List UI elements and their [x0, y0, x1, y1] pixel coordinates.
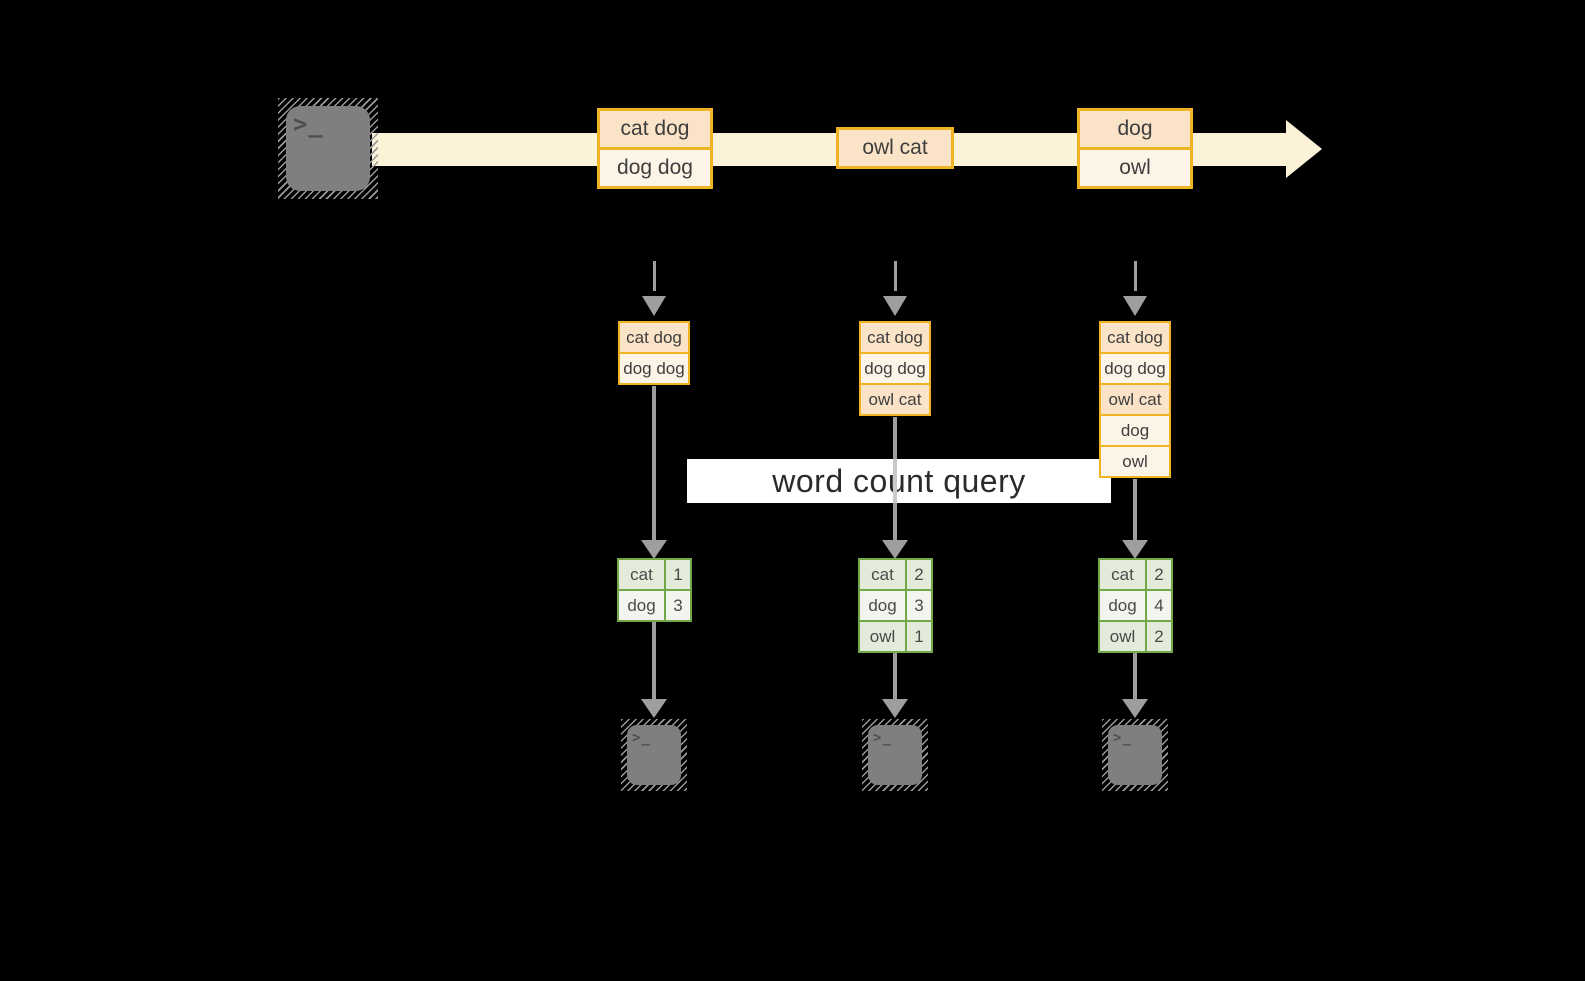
record-cell: owl: [1101, 447, 1169, 476]
table-count-cell: 2: [907, 560, 931, 589]
query-arrow-line-overlay: [893, 459, 897, 503]
source-terminal-icon: >_: [278, 98, 378, 199]
table-row: owl 2: [1100, 622, 1171, 651]
output-terminal-icon: >_: [621, 719, 687, 791]
terminal-prompt-icon: >_: [632, 730, 651, 746]
output-arrowhead-icon: [1122, 699, 1148, 718]
record-cell: dog dog: [861, 354, 929, 383]
word-count-table: cat 2 dog 4 owl 2: [1098, 558, 1173, 653]
stream-record-cell: owl: [1080, 150, 1190, 186]
table-word-cell: owl: [1100, 622, 1145, 651]
terminal-prompt-icon: >_: [873, 730, 892, 746]
query-arrow-line: [1133, 479, 1137, 541]
output-arrow-line: [893, 653, 897, 700]
stream-record-cell: dog dog: [600, 150, 710, 186]
stream-record-box: cat dog dog dog: [597, 108, 713, 189]
query-arrow-line: [652, 386, 656, 541]
output-terminal-icon: >_: [862, 719, 928, 791]
stream-arrowhead-icon: [1286, 120, 1322, 178]
table-count-cell: 1: [907, 622, 931, 651]
record-cell: cat dog: [1101, 323, 1169, 352]
record-cell: dog dog: [1101, 354, 1169, 383]
query-label: word count query: [687, 459, 1111, 503]
table-row: cat 2: [1100, 560, 1171, 589]
table-word-cell: cat: [619, 560, 664, 589]
table-count-cell: 1: [666, 560, 690, 589]
table-count-cell: 2: [1147, 622, 1171, 651]
output-arrowhead-icon: [641, 699, 667, 718]
record-cell: owl cat: [1101, 385, 1169, 414]
terminal-screen: [627, 725, 681, 785]
table-count-cell: 3: [907, 591, 931, 620]
record-cell: dog: [1101, 416, 1169, 445]
table-row: cat 2: [860, 560, 931, 589]
terminal-screen: [286, 106, 370, 191]
table-count-cell: 2: [1147, 560, 1171, 589]
table-row: dog 3: [619, 591, 690, 620]
table-word-cell: cat: [860, 560, 905, 589]
ingest-arrow-dash: [894, 261, 897, 291]
stream-record-cell: dog: [1080, 111, 1190, 147]
ingest-arrowhead-icon: [1123, 296, 1147, 316]
output-terminal-icon: >_: [1102, 719, 1168, 791]
table-word-cell: dog: [619, 591, 664, 620]
terminal-screen: [868, 725, 922, 785]
table-row: dog 4: [1100, 591, 1171, 620]
word-count-table: cat 2 dog 3 owl 1: [858, 558, 933, 653]
accumulated-records-stack: cat dog dog dog: [618, 321, 690, 385]
output-arrow-line: [652, 622, 656, 700]
record-cell: owl cat: [861, 385, 929, 414]
ingest-arrow-dash: [1134, 261, 1137, 291]
output-arrowhead-icon: [882, 699, 908, 718]
ingest-arrowhead-icon: [642, 296, 666, 316]
terminal-prompt-icon: >_: [293, 110, 324, 138]
stream-record-box: owl cat: [836, 127, 954, 169]
record-cell: cat dog: [620, 323, 688, 352]
table-row: cat 1: [619, 560, 690, 589]
table-word-cell: cat: [1100, 560, 1145, 589]
table-row: owl 1: [860, 622, 931, 651]
terminal-screen: [1108, 725, 1162, 785]
query-arrowhead-icon: [882, 540, 908, 559]
table-word-cell: owl: [860, 622, 905, 651]
output-arrow-line: [1133, 653, 1137, 700]
record-cell: cat dog: [861, 323, 929, 352]
terminal-prompt-icon: >_: [1113, 730, 1132, 746]
query-arrowhead-icon: [641, 540, 667, 559]
table-row: dog 3: [860, 591, 931, 620]
word-count-table: cat 1 dog 3: [617, 558, 692, 622]
query-arrowhead-icon: [1122, 540, 1148, 559]
record-cell: dog dog: [620, 354, 688, 383]
table-count-cell: 3: [666, 591, 690, 620]
ingest-arrow-dash: [653, 261, 656, 291]
stream-record-cell: owl cat: [839, 130, 951, 166]
table-count-cell: 4: [1147, 591, 1171, 620]
accumulated-records-stack: cat dog dog dog owl cat dog owl: [1099, 321, 1171, 478]
stream-record-box: dog owl: [1077, 108, 1193, 189]
ingest-arrowhead-icon: [883, 296, 907, 316]
accumulated-records-stack: cat dog dog dog owl cat: [859, 321, 931, 416]
stream-record-cell: cat dog: [600, 111, 710, 147]
table-word-cell: dog: [1100, 591, 1145, 620]
table-word-cell: dog: [860, 591, 905, 620]
